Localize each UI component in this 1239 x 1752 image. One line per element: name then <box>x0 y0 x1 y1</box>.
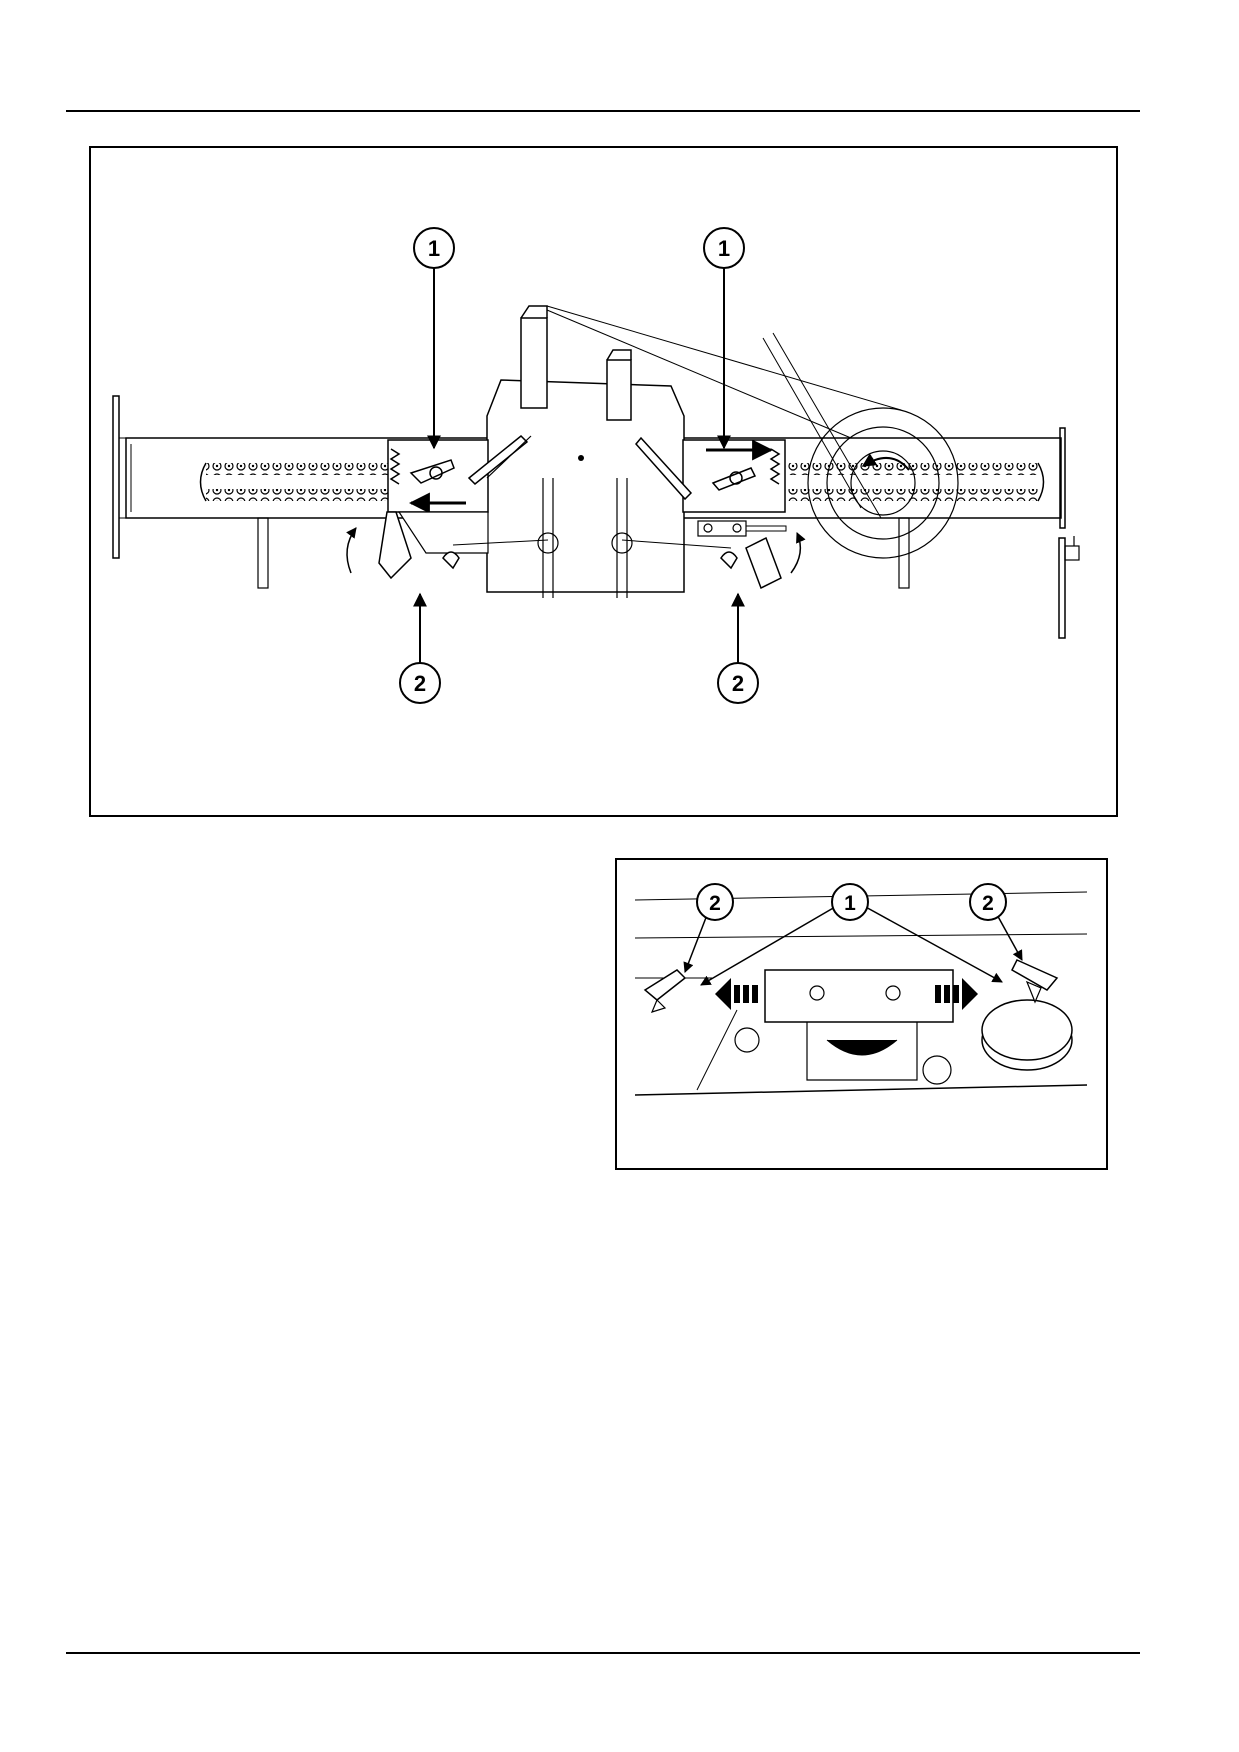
left-carriage <box>346 434 532 580</box>
callout-2-left: 2 <box>399 662 441 704</box>
callout-1-left-label: 1 <box>428 236 440 261</box>
right-latch <box>1011 959 1059 1004</box>
callout-1-right: 1 <box>703 227 745 269</box>
right-carriage <box>635 436 806 590</box>
fig2-callout-1: 1 <box>831 883 869 921</box>
drive-pulley <box>546 305 959 559</box>
arrow-left-icon <box>715 978 758 1010</box>
bottom-rule <box>66 1652 1140 1654</box>
connecting-rods <box>452 539 732 549</box>
callout-2-right-label: 2 <box>732 671 744 696</box>
callout-1-left: 1 <box>413 227 455 269</box>
callout-2-left-label: 2 <box>414 671 426 696</box>
machine-outline <box>634 891 1088 1096</box>
fig2-callout-2-right-label: 2 <box>982 892 994 915</box>
arrow-right-icon <box>935 978 978 1010</box>
figure-2-photo-illustration: 2 1 2 <box>634 883 1088 1096</box>
fig2-callout-1-label: 1 <box>844 892 856 915</box>
figure-1-diagram: 1 1 2 2 <box>112 227 1080 704</box>
side-bracket <box>1058 536 1080 639</box>
fig2-callout-2-right: 2 <box>969 883 1007 921</box>
figure-1-frame: 1 1 2 2 <box>89 146 1118 817</box>
fig2-callout-2-left-label: 2 <box>709 892 721 915</box>
central-housing <box>486 305 685 598</box>
fig2-callout-2-left: 2 <box>696 883 734 921</box>
figure-2-frame: 2 1 2 <box>615 858 1108 1170</box>
callout-leaders <box>413 268 745 663</box>
callout-2-right: 2 <box>717 662 759 704</box>
left-latch <box>643 969 687 1013</box>
callout-1-right-label: 1 <box>718 236 730 261</box>
top-rule <box>66 110 1140 112</box>
